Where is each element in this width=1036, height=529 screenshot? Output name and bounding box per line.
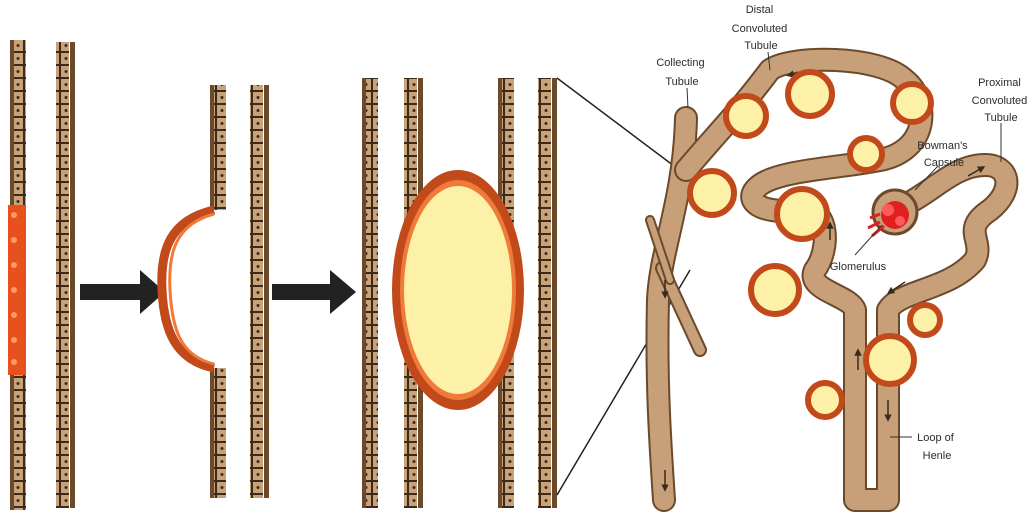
stage1-tubule [8,40,75,510]
zoom-line-top [557,78,690,178]
stage2-tubule [162,85,269,498]
progression-arrow-2 [272,270,356,314]
progression-arrow-1 [80,270,165,314]
label-loop-of-henle: Loop of Henle [917,432,957,462]
stage3-cyst [392,170,524,410]
label-glomerulus: Glomerulus [830,261,887,273]
label-collecting-tubule: Collecting Tubule [656,57,707,88]
label-distal-convoluted-tubule: Distal Convoluted Tubule [732,4,791,52]
label-bowmans-capsule: Bowman's Capsule [917,140,970,169]
label-proximal-convoluted-tubule: Proximal Convoluted Tubule [972,77,1031,124]
